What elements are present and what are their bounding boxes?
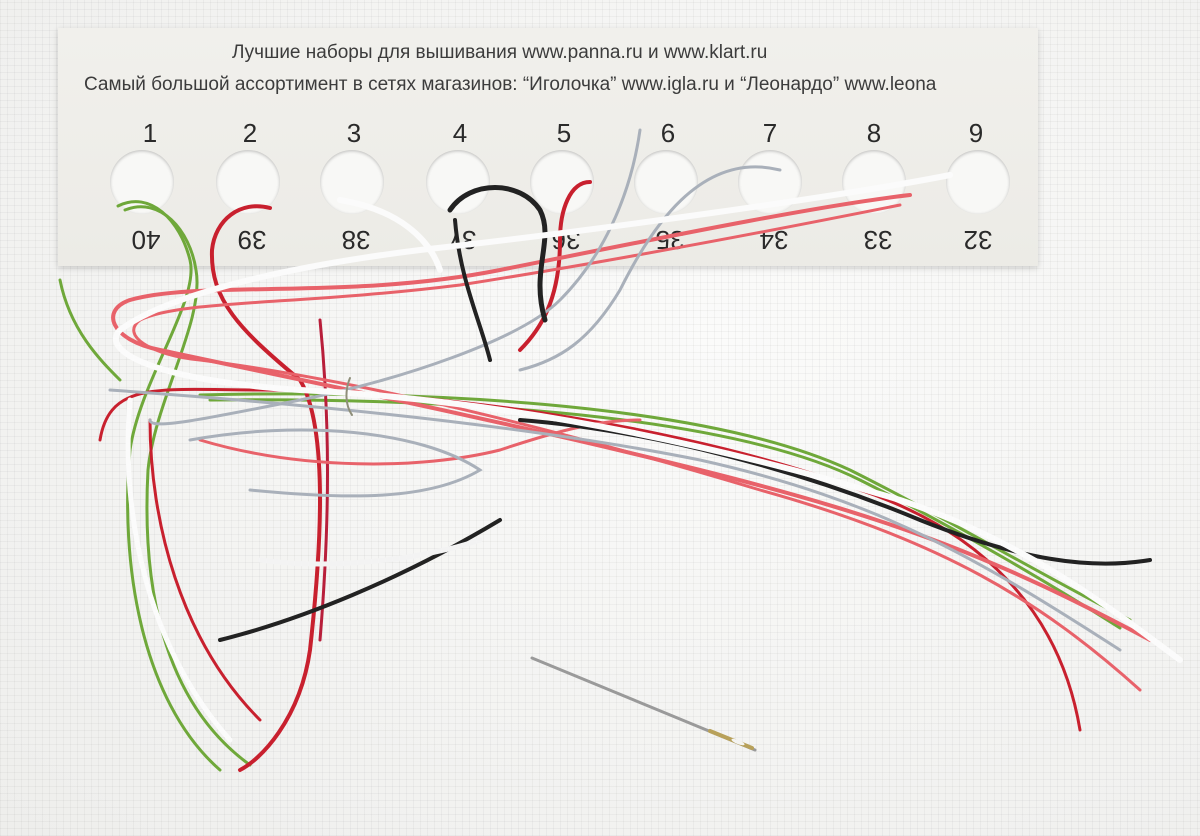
hole-number-top-1: 1 [142, 118, 158, 148]
thread-hole-6 [634, 150, 698, 214]
white-thread [337, 197, 443, 273]
hole-number-top-8: 8 [866, 118, 882, 148]
card-text-line-1: Лучшие наборы для вышивания www.panna.ru… [232, 42, 768, 63]
black-thread [518, 418, 1152, 566]
green-thread [123, 205, 252, 767]
card-text-line-2: Самый большой ассортимент в сетях магази… [84, 74, 937, 95]
thread-hole-9 [946, 150, 1010, 214]
green-thread [58, 278, 122, 382]
hole-number-top-4: 4 [452, 118, 468, 148]
thread-hole-2 [216, 150, 280, 214]
green-thread [208, 398, 1122, 630]
coral-thread [132, 203, 1142, 692]
hole-number-top-3: 3 [346, 118, 362, 148]
white-thread [112, 172, 1183, 663]
coral-thread [111, 193, 1152, 642]
red-thread [148, 418, 262, 722]
black-thread [447, 185, 548, 323]
thread-tie [345, 377, 353, 416]
needle-icon [530, 656, 757, 752]
black-thread [218, 518, 502, 642]
hole-number-top-9: 9 [968, 118, 984, 148]
white-thread [125, 397, 233, 743]
gray-thread [188, 428, 483, 498]
gray-thread [518, 165, 782, 372]
red-thread [518, 180, 592, 352]
green-thread [116, 200, 222, 772]
white-thread [257, 537, 483, 567]
red-thread [209, 204, 322, 772]
gray-thread [148, 128, 642, 426]
black-thread [453, 218, 492, 362]
thread-organizer-card: Лучшие наборы для вышивания www.panna.ru… [58, 28, 1038, 266]
hole-number-top-2: 2 [242, 118, 258, 148]
gray-thread [108, 388, 1122, 652]
hole-number-top-7: 7 [762, 118, 778, 148]
hole-number-top-5: 5 [556, 118, 572, 148]
hole-number-top-6: 6 [660, 118, 676, 148]
red-thread [318, 318, 329, 642]
green-thread [198, 392, 1132, 622]
